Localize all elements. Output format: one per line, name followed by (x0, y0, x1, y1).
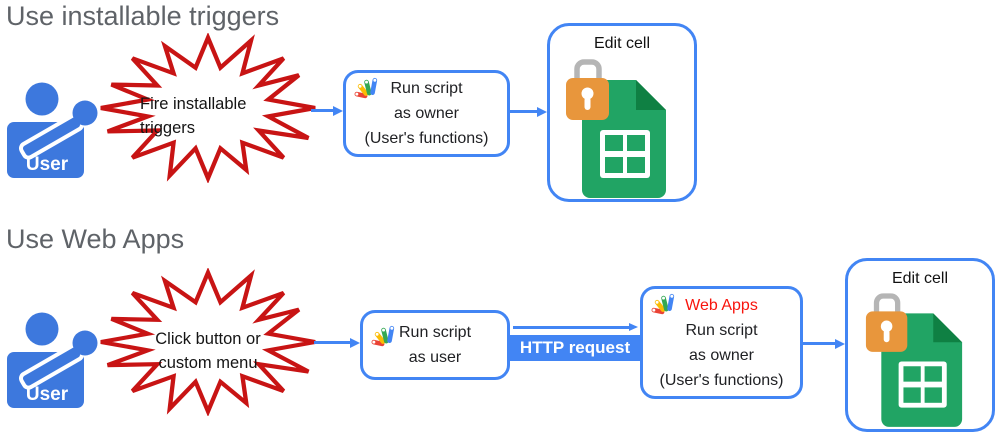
arrow-burst-to-script (311, 109, 333, 112)
web-apps-title: Web Apps (685, 296, 758, 314)
arrow-script-to-sheet (510, 110, 537, 113)
web-apps-box: Web Apps Run script as owner (User's fun… (640, 286, 803, 399)
burst-text: Click button or custom menu (123, 328, 293, 375)
arrow-webapp-to-sheet (803, 342, 835, 345)
box-line: as user (408, 349, 462, 366)
user-icon: User (7, 82, 98, 178)
sheet-fold (933, 313, 963, 343)
user-icon: User (7, 312, 98, 408)
arrow-burst-to-script (314, 341, 350, 344)
burst-text-line2: custom menu (158, 353, 258, 372)
starburst-event: Click button or custom menu (98, 268, 318, 416)
locked-spreadsheet-icon (865, 293, 963, 427)
run-script-as-owner-box: Run script as owner (User's functions) (343, 70, 510, 157)
arrow-http-request (513, 326, 629, 329)
lock-keyhole (581, 87, 594, 100)
box-line: Run script (390, 80, 463, 97)
user-label: User (26, 154, 69, 175)
box-line: Run script (398, 324, 472, 341)
apps-script-icon (354, 77, 378, 99)
locked-spreadsheet-icon (566, 59, 666, 198)
user-head (25, 312, 59, 346)
user-label: User (26, 384, 69, 405)
box-line: as owner (394, 105, 459, 122)
http-request-band: HTTP request (510, 335, 640, 361)
user-hand (72, 330, 98, 356)
box-line: (User's functions) (659, 371, 784, 389)
starburst-shape-icon (100, 268, 316, 416)
edit-cell-title: Edit cell (593, 35, 651, 52)
apps-script-icon (651, 293, 675, 315)
burst-text: Fire installable triggers (140, 93, 290, 140)
edit-cell-box: Edit cell (547, 23, 697, 202)
burst-text-line1: Click button or (155, 330, 261, 348)
box-line: as owner (689, 346, 754, 364)
lock-keyhole (880, 320, 893, 333)
burst-text-line2: triggers (140, 118, 196, 137)
edit-cell-title: Edit cell (891, 270, 949, 287)
section-heading-web-apps: Use Web Apps (6, 224, 185, 254)
sheet-fold (636, 80, 666, 110)
apps-script-icon (371, 325, 395, 347)
box-line: (User's functions) (364, 130, 489, 147)
box-line: Run script (685, 321, 758, 339)
starburst-event: Fire installable triggers (98, 33, 318, 183)
user-hand (72, 100, 98, 126)
run-script-as-user-box: Run script as user (360, 310, 510, 380)
user-head (25, 82, 59, 116)
section-heading-installable-triggers: Use installable triggers (6, 1, 280, 31)
starburst-shape-icon (100, 33, 316, 183)
edit-cell-box: Edit cell (845, 258, 995, 432)
burst-text-line1: Fire installable (140, 95, 247, 113)
